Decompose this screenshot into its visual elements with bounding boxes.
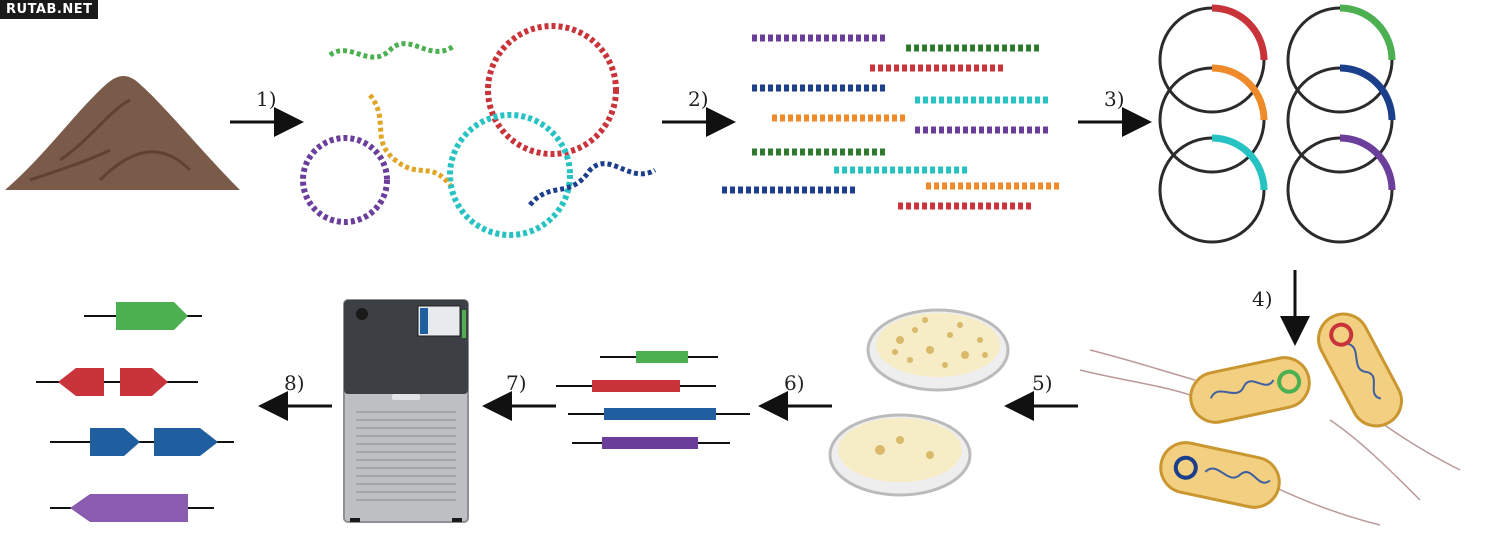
sequencer-icon [343,299,469,523]
gene-arrow-icon [58,368,104,396]
dna-strand-green [328,41,457,60]
step-label-2: 2) [688,87,709,111]
step-label-7: 7) [506,371,527,395]
step-label-4: 4) [1252,287,1273,311]
annotated-genes [36,302,234,522]
watermark-label: RUTAB.NET [0,0,99,19]
bacteria-group [1079,312,1461,526]
insert-purple [602,437,698,449]
step-labels: 1) 2) 3) 4) 5) 6) 7) 8) [256,87,1273,395]
gene-arrow-icon [90,428,140,456]
insert-blue [604,408,716,420]
step-label-8: 8) [284,371,305,395]
dna-strand-gold [367,93,452,187]
bacteria-icon [1159,441,1281,509]
gene-arrow-icon [120,368,168,396]
insert-red [592,380,680,392]
dna-loop-red [485,23,619,157]
dna-strand-navy [528,161,657,207]
dna-fragments [722,34,1060,210]
petri-dish-icon [828,413,972,497]
gene-arrow-icon [70,494,188,522]
gene-arrow-icon [116,302,188,330]
soil-pile-icon [5,75,240,190]
step-label-3: 3) [1104,87,1125,111]
petri-dish-icon [866,308,1010,392]
step-label-6: 6) [784,371,805,395]
plasmid-group [1158,4,1396,244]
dna-loop-teal [447,112,573,238]
bacteria-icon [1189,356,1311,424]
extracted-dna-group [300,23,657,238]
step-arrows [230,107,1310,421]
insert-green [636,351,688,363]
dna-loop-purple [300,135,390,225]
bacteria-icon [1317,312,1403,428]
insert-fragments [556,351,750,449]
step-label-5: 5) [1032,371,1053,395]
gene-arrow-icon [154,428,218,456]
step-label-1: 1) [256,87,277,111]
